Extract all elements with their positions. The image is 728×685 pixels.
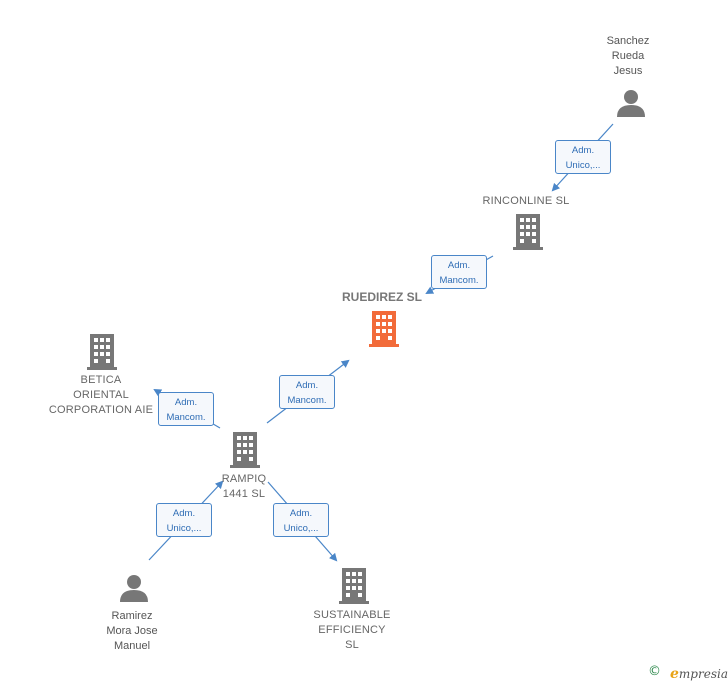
relation-badge-sanchez-rinconline[interactable]: Adm. Unico,... <box>555 140 611 174</box>
copyright-symbol: © <box>648 664 661 679</box>
relation-badge-rampiq-betica[interactable]: Adm. Mancom. <box>158 392 214 426</box>
company-label-rinconline[interactable]: RINCONLINE SL <box>482 195 570 207</box>
person-icon[interactable] <box>616 89 646 117</box>
relation-badge-rampiq-ruedirez[interactable]: Adm. Mancom. <box>279 375 335 409</box>
person-label-sanchez[interactable]: Sanchez Rueda Jesus <box>606 35 650 77</box>
building-icon[interactable] <box>339 568 369 604</box>
relation-badge-ramirez-rampiq[interactable]: Adm. Unico,... <box>156 503 212 537</box>
brand-rest: mpresia <box>678 667 728 681</box>
building-icon[interactable] <box>87 334 117 370</box>
brand-initial: e <box>670 666 679 682</box>
company-label-ruedirez[interactable]: RUEDIREZ SL <box>341 290 422 304</box>
relation-badge-rinconline-ruedirez[interactable]: Adm. Mancom. <box>431 255 487 289</box>
company-label-sustainable[interactable]: SUSTAINABLE EFFICIENCY SL <box>313 609 391 651</box>
relation-badge-rampiq-sustainable[interactable]: Adm. Unico,... <box>273 503 329 537</box>
building-icon-focus[interactable] <box>369 311 399 347</box>
building-icon[interactable] <box>230 432 260 468</box>
building-icon[interactable] <box>513 214 543 250</box>
person-label-ramirez[interactable]: Ramirez Mora Jose Manuel <box>106 610 158 652</box>
brand-logo[interactable]: empresia <box>670 666 728 682</box>
person-icon[interactable] <box>119 574 149 602</box>
company-label-rampiq[interactable]: RAMPIQ 1441 SL <box>221 473 267 500</box>
company-label-betica[interactable]: BETICA ORIENTAL CORPORATION AIE <box>48 374 154 416</box>
